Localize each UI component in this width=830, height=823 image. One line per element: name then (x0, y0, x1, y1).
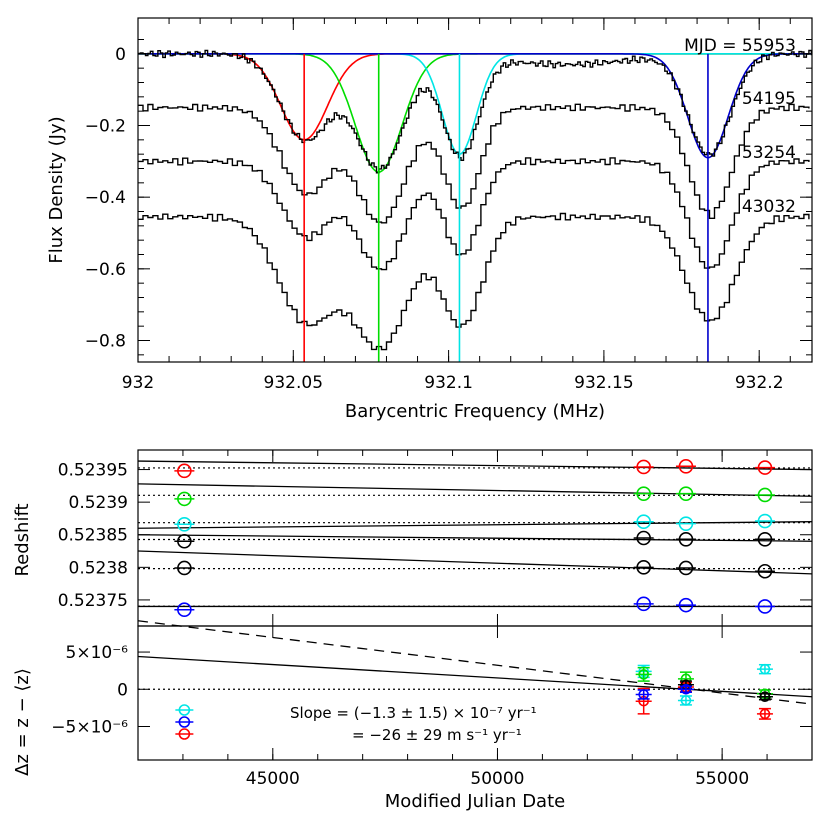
redshift-point (678, 516, 694, 531)
gaussian-components (138, 53, 812, 173)
y-tick-label: −0.6 (85, 260, 126, 280)
spectrum-epoch-labels: MJD = 55953 54195 53254 43032 (684, 36, 796, 217)
component-curve-0 (138, 53, 812, 141)
weighted-fit-line (137, 655, 813, 698)
redshift-point (757, 460, 773, 475)
y-tick-label: 5×10⁻⁶ (66, 643, 129, 663)
redshift-point (678, 560, 694, 576)
y-tick-label: 0 (117, 680, 128, 700)
y-tick-label: 0.5239 (69, 493, 128, 513)
redshift-point (678, 486, 694, 501)
redshift-point (636, 486, 651, 501)
spectrum-ylabel: Flux Density (Jy) (46, 116, 67, 263)
residual-point (680, 695, 692, 706)
redshift-point (757, 487, 773, 503)
y-tick-label: −5×10⁻⁶ (51, 718, 128, 738)
residual-frame (137, 625, 813, 761)
x-tick-label: 932.05 (264, 373, 323, 393)
residual-ylabel: Δz = z − ⟨z⟩ (12, 668, 33, 776)
redshift-point (757, 532, 773, 547)
epoch-label-43032: 43032 (742, 197, 796, 217)
redshift-point (177, 602, 192, 618)
legend-marker (178, 704, 191, 716)
redshift-data (137, 458, 813, 618)
fit-line-2 (137, 521, 813, 529)
y-tick-label: 0.5238 (69, 558, 128, 578)
residual-data (137, 620, 813, 740)
unweighted-fit-line (137, 620, 813, 705)
spectra (138, 49, 813, 351)
fit-line-0 (137, 460, 813, 471)
slope-annotation-line2: = −26 ± 29 m s⁻¹ yr⁻¹ (352, 726, 522, 744)
legend-marker (178, 716, 191, 728)
legend-marker (178, 728, 191, 740)
redshift-point (177, 560, 192, 576)
epoch-label-54195: 54195 (742, 89, 796, 109)
epoch-label-53254: 53254 (742, 143, 796, 163)
redshift-ticks: 0.52395 0.5239 0.52385 0.5238 0.52375 (58, 450, 812, 626)
redshift-point (678, 532, 694, 547)
y-tick-label: 0.52395 (58, 461, 128, 481)
spectrum-ticks: 932 932.05 932.1 932.15 932.2 0 −0.2 −0.4 −0.6 −0… (85, 18, 812, 393)
x-tick-label: 45000 (246, 769, 300, 789)
spectrum-xlabel: Barycentric Frequency (MHz) (345, 401, 605, 422)
redshift-point (636, 596, 651, 612)
spectrum-line-0 (138, 49, 813, 174)
redshift-point (757, 513, 773, 529)
redshift-point (177, 463, 192, 479)
spectrum-line-2 (138, 157, 810, 271)
redshift-point (177, 517, 192, 532)
residual-point (759, 708, 771, 720)
redshift-point (636, 514, 651, 530)
residual-point (638, 669, 649, 680)
redshift-point (636, 560, 651, 575)
fit-line-4 (137, 550, 813, 575)
spectrum-line-1 (138, 103, 810, 224)
slope-annotation-line1: Slope = (−1.3 ± 1.5) × 10⁻⁷ yr⁻¹ (290, 704, 537, 722)
redshift-point (177, 533, 192, 549)
y-tick-label: −0.8 (85, 332, 126, 352)
redshift-point (757, 599, 773, 614)
y-tick-label: 0.52385 (58, 526, 128, 546)
residual-panel: 45000 50000 55000 5×10⁻⁶ 0 −5×10⁻⁶ Slope = (−… (12, 620, 813, 812)
redshift-point (177, 491, 192, 507)
x-tick-label: 932.2 (735, 373, 784, 393)
residual-point (759, 663, 771, 675)
spectrum-line-3 (138, 212, 810, 351)
redshift-point (636, 530, 651, 546)
redshift-point (757, 563, 773, 579)
spectrum-panel: 932 932.05 932.1 932.15 932.2 0 −0.2 −0.4 −0.6 −0… (46, 17, 813, 422)
component-center-lines (303, 53, 709, 362)
spectrum-frame (137, 17, 813, 363)
redshift-panel: 0.52395 0.5239 0.52385 0.5238 0.52375 Redshi… (12, 449, 813, 627)
x-tick-label: 932.15 (574, 373, 633, 393)
redshift-point (678, 597, 694, 613)
y-tick-label: 0.52375 (58, 591, 128, 611)
redshift-point (678, 458, 694, 474)
redshift-ylabel: Redshift (12, 503, 33, 576)
epoch-label-55953: MJD = 55953 (684, 36, 796, 56)
fit-line-1 (137, 483, 813, 497)
residual-xlabel: Modified Julian Date (385, 791, 565, 812)
x-tick-label: 55000 (695, 769, 749, 789)
y-tick-label: −0.4 (85, 188, 126, 208)
x-tick-label: 932.1 (424, 373, 473, 393)
redshift-point (636, 459, 651, 475)
residual-point (638, 689, 649, 700)
residual-ticks: 45000 50000 55000 5×10⁻⁶ 0 −5×10⁻⁶ (51, 626, 812, 789)
component-curve-2 (138, 53, 812, 156)
y-tick-label: 0 (115, 45, 126, 65)
residual-point (759, 691, 771, 703)
residual-point (680, 683, 692, 695)
x-tick-label: 50000 (470, 769, 524, 789)
fit-line-3 (137, 534, 813, 542)
component-curve-3 (138, 53, 812, 159)
y-tick-label: −0.2 (85, 117, 126, 137)
x-tick-label: 932 (122, 373, 154, 393)
